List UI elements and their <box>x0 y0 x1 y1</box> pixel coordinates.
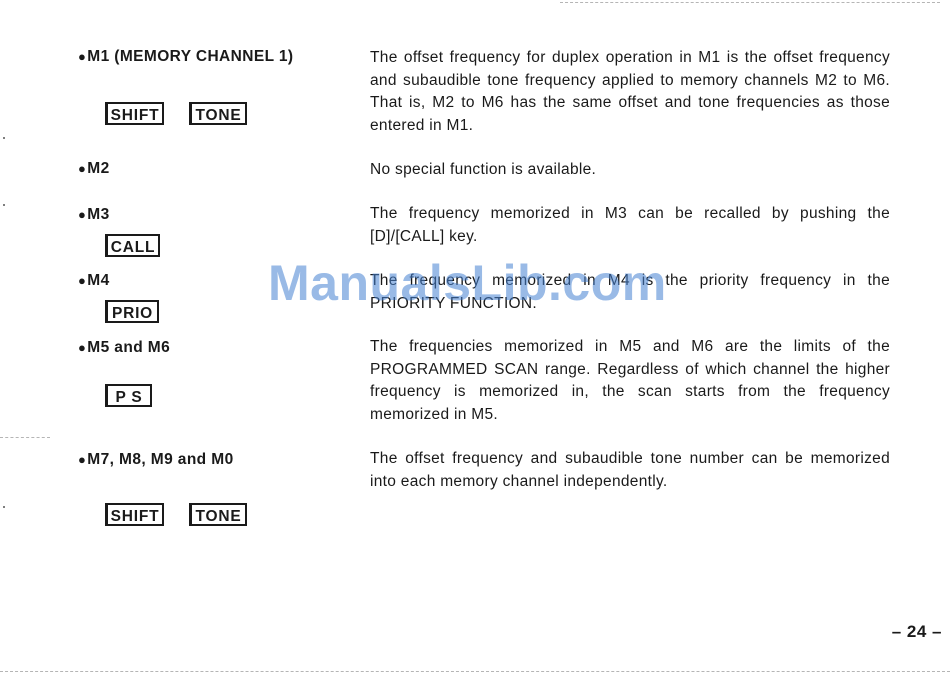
entry-description-m1: The offset frequency for duplex operatio… <box>370 49 890 134</box>
scan-edge-line-bottom <box>0 671 950 672</box>
entry-description-m5-m6: The frequencies memorized in M5 and M6 a… <box>370 338 890 423</box>
call-key: CALL <box>105 234 160 257</box>
entry-heading-m4: ●M4 <box>78 272 110 290</box>
bullet-icon: ● <box>78 207 87 222</box>
entry-description-m2: No special function is available. <box>370 161 597 178</box>
entry-heading-text: M2 <box>87 160 110 177</box>
shift-key: SHIFT <box>105 503 164 526</box>
bullet-icon: ● <box>78 340 87 355</box>
ps-key: P S <box>105 384 152 407</box>
scan-speck <box>3 137 5 139</box>
scan-edge-line-left <box>0 437 50 438</box>
tone-key: TONE <box>189 503 247 526</box>
entry-description-m3: The frequency memorized in M3 can be rec… <box>370 205 890 245</box>
tone-key: TONE <box>189 102 247 125</box>
scan-speck <box>3 506 5 508</box>
bullet-icon: ● <box>78 49 87 64</box>
entry-heading-m1: ●M1 (MEMORY CHANNEL 1) <box>78 48 293 66</box>
watermark-logo: ManualsLib.com <box>268 255 667 311</box>
bullet-icon: ● <box>78 452 87 467</box>
scan-edge-line-top <box>560 2 940 3</box>
entry-heading-m5-m6: ●M5 and M6 <box>78 339 170 357</box>
bullet-icon: ● <box>78 273 87 288</box>
entry-heading-m3: ●M3 <box>78 206 110 224</box>
scan-speck <box>3 204 5 206</box>
entry-heading-text: M7, M8, M9 and M0 <box>87 451 234 468</box>
entry-heading-text: M5 and M6 <box>87 339 171 356</box>
entry-heading-text: M4 <box>87 272 110 289</box>
page-number: – 24 – <box>891 622 942 641</box>
entry-description-m4: The frequency memorized in M4 is the pri… <box>370 272 890 312</box>
shift-key: SHIFT <box>105 102 164 125</box>
entry-description-m7-m0: The offset frequency and subaudible tone… <box>370 450 890 490</box>
entry-heading-text: M1 (MEMORY CHANNEL 1) <box>87 48 294 65</box>
entry-heading-m7-m0: ●M7, M8, M9 and M0 <box>78 451 234 469</box>
prio-key: PRIO <box>105 300 159 323</box>
bullet-icon: ● <box>78 161 87 176</box>
entry-heading-text: M3 <box>87 206 110 223</box>
entry-heading-m2: ●M2 <box>78 160 110 178</box>
